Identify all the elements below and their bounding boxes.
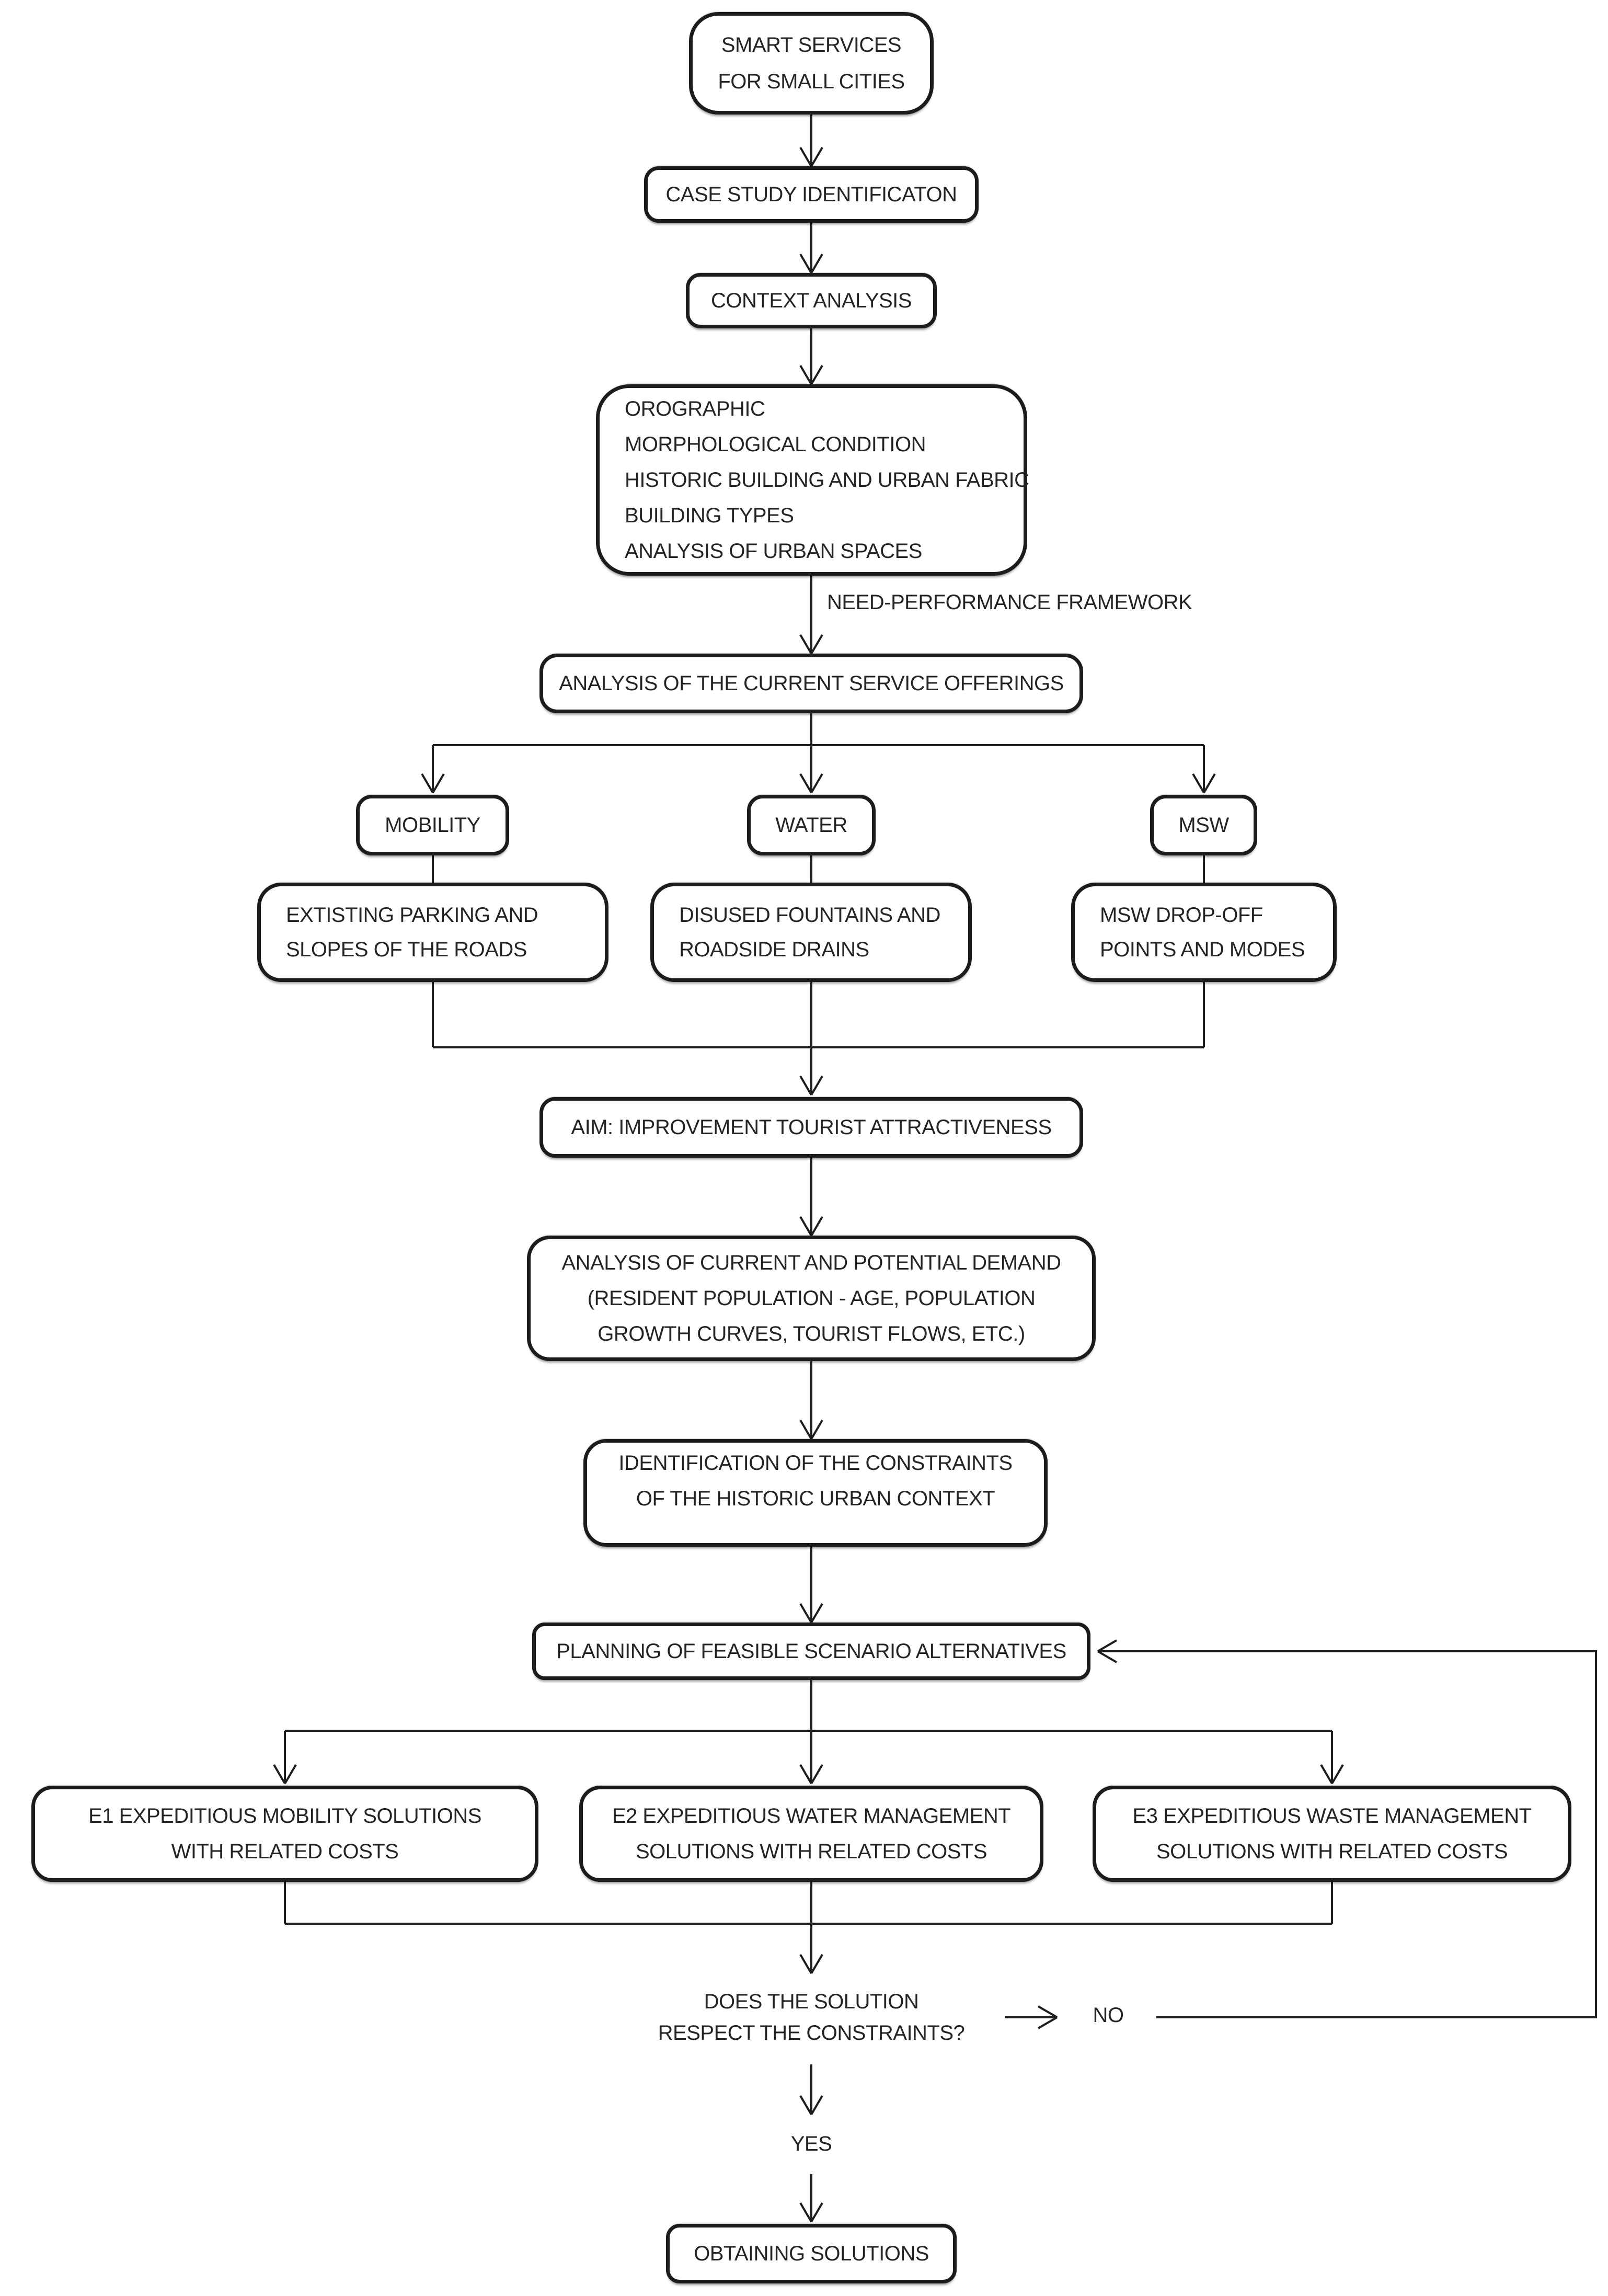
text-line: BUILDING TYPES	[625, 504, 794, 527]
text-line: OBTAINING SOLUTIONS	[694, 2242, 929, 2265]
node-mobility-findings: EXTISTING PARKING AND SLOPES OF THE ROAD…	[257, 883, 608, 982]
node-current-service-offerings: ANALYSIS OF THE CURRENT SERVICE OFFERING…	[539, 654, 1083, 713]
node-msw-findings: MSW DROP-OFF POINTS AND MODES	[1071, 883, 1337, 982]
text-line: IDENTIFICATION OF THE CONSTRAINTS	[618, 1452, 1013, 1475]
node-aim-tourist-attractiveness: AIM: IMPROVEMENT TOURIST ATTRACTIVENESS	[539, 1097, 1083, 1158]
label-yes: YES	[790, 2132, 832, 2155]
feedback-no-to-planning	[1097, 1639, 1597, 2018]
text-line: SOLUTIONS WITH RELATED COSTS	[1156, 1840, 1508, 1863]
label-no: NO	[1093, 2004, 1124, 2027]
text-line: FOR SMALL CITIES	[718, 70, 905, 93]
text-line: WATER	[775, 814, 847, 837]
node-obtaining-solutions: OBTAINING SOLUTIONS	[666, 2224, 957, 2283]
arrow-constraints-to-planning	[799, 1546, 823, 1624]
text-line: PLANNING OF FEASIBLE SCENARIO ALTERNATIV…	[556, 1640, 1066, 1663]
text-line: OROGRAPHIC	[625, 397, 765, 420]
node-context-factors: OROGRAPHIC MORPHOLOGICAL CONDITION HISTO…	[596, 384, 1029, 576]
text-line: ANALYSIS OF CURRENT AND POTENTIAL DEMAND	[561, 1251, 1061, 1274]
node-water: WATER	[747, 795, 876, 855]
text-line: OF THE HISTORIC URBAN CONTEXT	[636, 1487, 995, 1510]
text-line: GROWTH CURVES, TOURIST FLOWS, ETC.)	[598, 1322, 1025, 1345]
text-line: ANALYSIS OF THE CURRENT SERVICE OFFERING…	[559, 672, 1064, 695]
text-line: MOBILITY	[385, 814, 480, 837]
text-line: SOLUTIONS WITH RELATED COSTS	[636, 1840, 987, 1863]
text-line: ANALYSIS OF URBAN SPACES	[625, 540, 922, 563]
merge-findings-to-aim	[432, 982, 1205, 1096]
arrow-decision-to-yes	[799, 2064, 823, 2116]
decision-respect-constraints: DOES THE SOLUTION RESPECT THE CONSTRAINT…	[550, 1986, 1073, 2049]
node-msw: MSW	[1150, 795, 1257, 855]
node-e2-water-solutions: E2 EXPEDITIOUS WATER MANAGEMENT SOLUTION…	[579, 1786, 1043, 1882]
arrow-factors-to-offerings	[799, 575, 823, 655]
node-demand-analysis: ANALYSIS OF CURRENT AND POTENTIAL DEMAND…	[527, 1236, 1096, 1361]
arrow-start-to-case-study	[799, 114, 823, 167]
node-constraints-identification: IDENTIFICATION OF THE CONSTRAINTS OF THE…	[583, 1439, 1048, 1547]
text-line: EXTISTING PARKING AND	[286, 904, 538, 927]
label-need-performance-framework: NEED-PERFORMANCE FRAMEWORK	[827, 591, 1192, 614]
text-line: AIM: IMPROVEMENT TOURIST ATTRACTIVENESS	[571, 1116, 1052, 1139]
node-case-study-identification: CASE STUDY IDENTIFICATON	[644, 166, 979, 223]
text-line: SMART SERVICES	[721, 33, 902, 56]
text-line: WITH RELATED COSTS	[171, 1840, 399, 1863]
node-water-findings: DISUSED FOUNTAINS AND ROADSIDE DRAINS	[650, 883, 972, 982]
node-context-analysis: CONTEXT ANALYSIS	[686, 273, 937, 328]
text-line: MSW	[1178, 814, 1229, 837]
text-line: DOES THE SOLUTION	[704, 1990, 919, 2013]
text-line: RESPECT THE CONSTRAINTS?	[658, 2021, 965, 2044]
arrow-case-study-to-context	[799, 222, 823, 274]
merge-scenarios-to-decision	[284, 1882, 1333, 1974]
text-line: E1 EXPEDITIOUS MOBILITY SOLUTIONS	[88, 1804, 481, 1827]
text-line: ROADSIDE DRAINS	[679, 938, 869, 961]
text-line: POINTS AND MODES	[1100, 938, 1305, 961]
text-line: E3 EXPEDITIOUS WASTE MANAGEMENT	[1132, 1804, 1532, 1827]
branch-planning-to-scenarios	[273, 1680, 1344, 1785]
arrow-context-to-factors	[799, 328, 823, 385]
text-line: CONTEXT ANALYSIS	[711, 289, 912, 312]
branch-offerings-to-services	[421, 713, 1216, 794]
arrow-aim-to-demand	[799, 1157, 823, 1237]
text-line: E2 EXPEDITIOUS WATER MANAGEMENT	[612, 1804, 1011, 1827]
arrow-decision-to-no	[1005, 2005, 1058, 2029]
arrow-demand-to-constraints	[799, 1361, 823, 1440]
text-line: HISTORIC BUILDING AND URBAN FABRIC	[625, 469, 1029, 492]
text-line: SLOPES OF THE ROADS	[286, 938, 527, 961]
links-services-to-findings	[432, 855, 1205, 884]
arrow-yes-to-obtaining	[799, 2174, 823, 2223]
text-line: MSW DROP-OFF	[1100, 904, 1263, 927]
node-e3-waste-solutions: E3 EXPEDITIOUS WASTE MANAGEMENT SOLUTION…	[1093, 1786, 1571, 1882]
text-line: MORPHOLOGICAL CONDITION	[625, 433, 926, 456]
text-line: DISUSED FOUNTAINS AND	[679, 904, 940, 927]
text-line: (RESIDENT POPULATION - AGE, POPULATION	[587, 1287, 1036, 1310]
node-scenario-planning: PLANNING OF FEASIBLE SCENARIO ALTERNATIV…	[532, 1623, 1090, 1680]
node-mobility: MOBILITY	[356, 795, 509, 855]
text-line: CASE STUDY IDENTIFICATON	[665, 183, 957, 206]
node-e1-mobility-solutions: E1 EXPEDITIOUS MOBILITY SOLUTIONS WITH R…	[31, 1786, 538, 1882]
node-smart-services: SMART SERVICES FOR SMALL CITIES	[689, 12, 934, 115]
